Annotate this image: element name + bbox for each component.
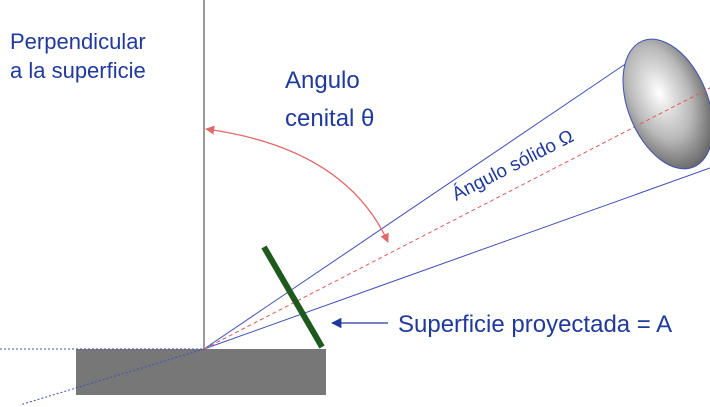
label-zenith-line1: Angulo [285, 67, 360, 94]
cone-back-extension [19, 348, 205, 406]
cone-axis-dashed-front [639, 87, 710, 125]
label-perpendicular-line2: a la superficie [10, 58, 146, 83]
label-perpendicular-line1: Perpendicular [10, 29, 146, 54]
projected-surface-bar [261, 245, 325, 349]
label-zenith-line2: cenital θ [285, 105, 374, 132]
cone-upper-edge [203, 45, 653, 350]
solid-angle-disc [622, 38, 710, 170]
ground-surface [76, 349, 326, 395]
label-projected-surface: Superficie proyectada = A [398, 311, 672, 338]
label-solid-angle: Ángulo sólido Ω [449, 126, 578, 205]
zenith-angle-arrow [205, 125, 389, 243]
cone-lower-edge [203, 167, 710, 350]
cone-axis-dashed [203, 87, 710, 350]
